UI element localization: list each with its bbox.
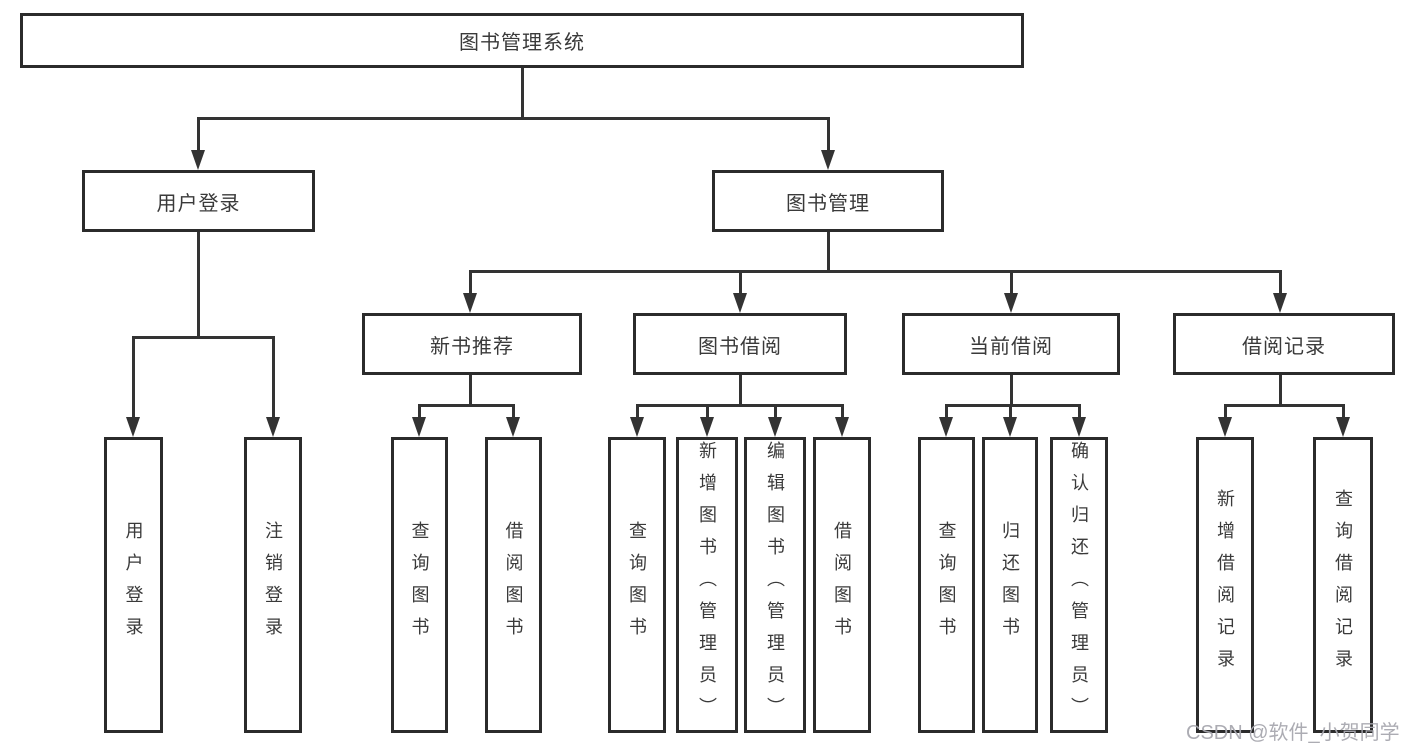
connector-line	[738, 375, 742, 407]
arrow-down-icon	[1003, 417, 1017, 437]
node-v-borrow-book-1: 借阅图书	[485, 437, 542, 733]
arrow-down-icon	[939, 417, 953, 437]
node-new-book-rec: 新书推荐	[362, 313, 582, 375]
arrow-down-icon	[768, 417, 782, 437]
arrow-down-icon	[630, 417, 644, 437]
arrow-down-icon	[191, 150, 205, 170]
node-label: 图书管理系统	[459, 32, 585, 54]
node-label: 查询借阅记录	[1333, 489, 1353, 681]
connector-line	[944, 403, 1081, 407]
arrow-down-icon	[1072, 417, 1086, 437]
connector-line	[417, 405, 421, 419]
arrow-down-icon	[1004, 293, 1018, 313]
node-label: 查询图书	[936, 521, 957, 649]
connector-line	[1009, 375, 1013, 407]
node-label: 用户登录	[123, 521, 144, 649]
connector-line	[417, 403, 515, 407]
node-label: 编辑图书（管理员）	[765, 441, 785, 729]
node-v-confirm-return: 确认归还（管理员）	[1050, 437, 1108, 733]
node-label: 借阅记录	[1242, 335, 1326, 358]
connector-line	[635, 405, 639, 419]
arrow-down-icon	[1336, 417, 1350, 437]
node-v-query-record: 查询借阅记录	[1313, 437, 1373, 733]
connector-line	[944, 405, 948, 419]
connector-line	[773, 405, 777, 419]
connector-line	[271, 337, 275, 419]
arrow-down-icon	[412, 417, 426, 437]
connector-line	[196, 232, 200, 339]
node-label: 归还图书	[1000, 521, 1020, 649]
arrow-down-icon	[266, 417, 280, 437]
connector-line	[1278, 375, 1282, 407]
node-label: 新增借阅记录	[1215, 489, 1235, 681]
node-label: 查询图书	[409, 521, 430, 649]
connector-line	[468, 269, 1282, 273]
node-v-borrow-book-2: 借阅图书	[813, 437, 871, 733]
node-user-login: 用户登录	[82, 170, 315, 232]
connector-line	[511, 405, 515, 419]
connector-line	[468, 271, 472, 295]
connector-line	[131, 335, 275, 339]
csdn-watermark: CSDN @软件_小贺同学	[1186, 722, 1400, 744]
connector-line	[1077, 405, 1081, 419]
arrow-down-icon	[1273, 293, 1287, 313]
node-v-return-book: 归还图书	[982, 437, 1038, 733]
connector-line	[1223, 405, 1227, 419]
node-v-add-book: 新增图书（管理员）	[676, 437, 738, 733]
arrow-down-icon	[821, 150, 835, 170]
node-label: 新增图书（管理员）	[697, 441, 717, 729]
node-label: 查询图书	[627, 521, 647, 649]
node-label: 图书管理	[786, 192, 870, 215]
connector-line	[635, 403, 844, 407]
node-v-query-book-1: 查询图书	[391, 437, 448, 733]
node-v-logout: 注销登录	[244, 437, 302, 733]
connector-line	[196, 116, 830, 120]
node-label: 借阅图书	[832, 521, 852, 649]
connector-line	[1341, 405, 1345, 419]
connector-line	[520, 68, 524, 120]
connector-line	[468, 375, 472, 407]
connector-line	[738, 271, 742, 295]
node-borrow-record: 借阅记录	[1173, 313, 1395, 375]
connector-line	[131, 337, 135, 419]
arrow-down-icon	[733, 293, 747, 313]
node-label: 确认归还（管理员）	[1069, 441, 1089, 729]
node-book-management: 图书管理	[712, 170, 944, 232]
node-v-query-book-3: 查询图书	[918, 437, 975, 733]
node-label: 图书借阅	[698, 335, 782, 358]
arrow-down-icon	[463, 293, 477, 313]
node-label: 当前借阅	[969, 335, 1053, 358]
connector-line	[840, 405, 844, 419]
connector-line	[826, 118, 830, 152]
node-label: 借阅图书	[503, 521, 524, 649]
connector-line	[826, 232, 830, 273]
connector-line	[1008, 405, 1012, 419]
connector-line	[196, 118, 200, 152]
node-book-borrow: 图书借阅	[633, 313, 847, 375]
node-label: 新书推荐	[430, 335, 514, 358]
connector-line	[1223, 403, 1345, 407]
arrow-down-icon	[835, 417, 849, 437]
node-v-add-record: 新增借阅记录	[1196, 437, 1254, 733]
node-root: 图书管理系统	[20, 13, 1024, 68]
node-v-user-login: 用户登录	[104, 437, 163, 733]
arrow-down-icon	[1218, 417, 1232, 437]
arrow-down-icon	[126, 417, 140, 437]
node-label: 注销登录	[263, 521, 283, 649]
connector-line	[1278, 271, 1282, 295]
arrow-down-icon	[506, 417, 520, 437]
node-v-query-book-2: 查询图书	[608, 437, 666, 733]
node-current-borrow: 当前借阅	[902, 313, 1120, 375]
node-v-edit-book: 编辑图书（管理员）	[744, 437, 806, 733]
arrow-down-icon	[700, 417, 714, 437]
node-label: 用户登录	[156, 192, 241, 215]
connector-line	[1009, 271, 1013, 295]
connector-line	[705, 405, 709, 419]
